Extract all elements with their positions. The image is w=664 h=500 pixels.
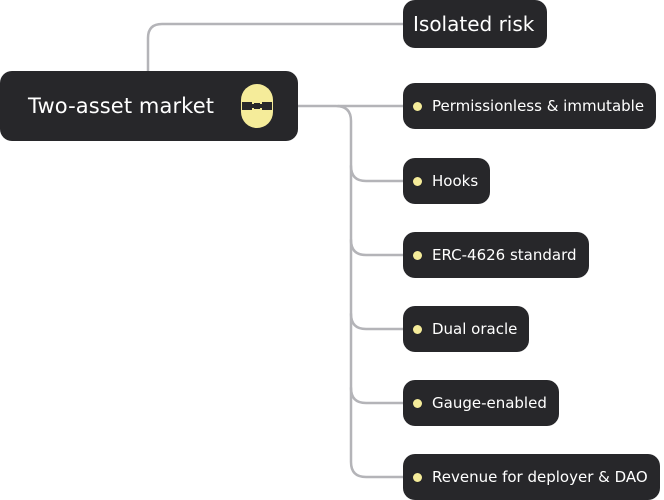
bullet-icon — [413, 250, 422, 260]
child-node-label: Permissionless & immutable — [432, 97, 645, 115]
child-node-label: ERC-4626 standard — [432, 246, 577, 264]
isolated-risk-node: Isolated risk — [403, 0, 547, 48]
root-node: Two-asset market — [0, 71, 298, 141]
bullet-icon — [413, 472, 422, 482]
child-node-permissionless: Permissionless & immutable — [403, 83, 657, 129]
connector-to-child-4 — [349, 312, 405, 331]
bullet-icon — [413, 324, 422, 334]
child-node-label: Hooks — [432, 172, 479, 190]
connector-to-child-3 — [349, 238, 405, 257]
child-node-erc4626: ERC-4626 standard — [403, 232, 589, 278]
connector-to-child-5 — [349, 386, 405, 405]
child-node-gauge-enabled: Gauge-enabled — [403, 380, 559, 426]
root-node-label: Two-asset market — [28, 94, 215, 118]
child-node-label: Gauge-enabled — [432, 394, 547, 412]
child-node-revenue: Revenue for deployer & DAO — [403, 454, 660, 500]
link-icon — [241, 84, 273, 128]
child-node-label: Revenue for deployer & DAO — [432, 468, 648, 486]
bullet-icon — [413, 176, 422, 186]
connector-to-isolated-risk — [146, 22, 405, 73]
connector-trunk — [296, 104, 405, 479]
bullet-icon — [413, 101, 422, 111]
bullet-icon — [413, 398, 422, 408]
child-node-hooks: Hooks — [403, 158, 491, 204]
child-node-label: Dual oracle — [432, 320, 518, 338]
child-node-dual-oracle: Dual oracle — [403, 306, 530, 352]
isolated-risk-label: Isolated risk — [413, 12, 535, 36]
connector-to-child-2 — [349, 164, 405, 183]
